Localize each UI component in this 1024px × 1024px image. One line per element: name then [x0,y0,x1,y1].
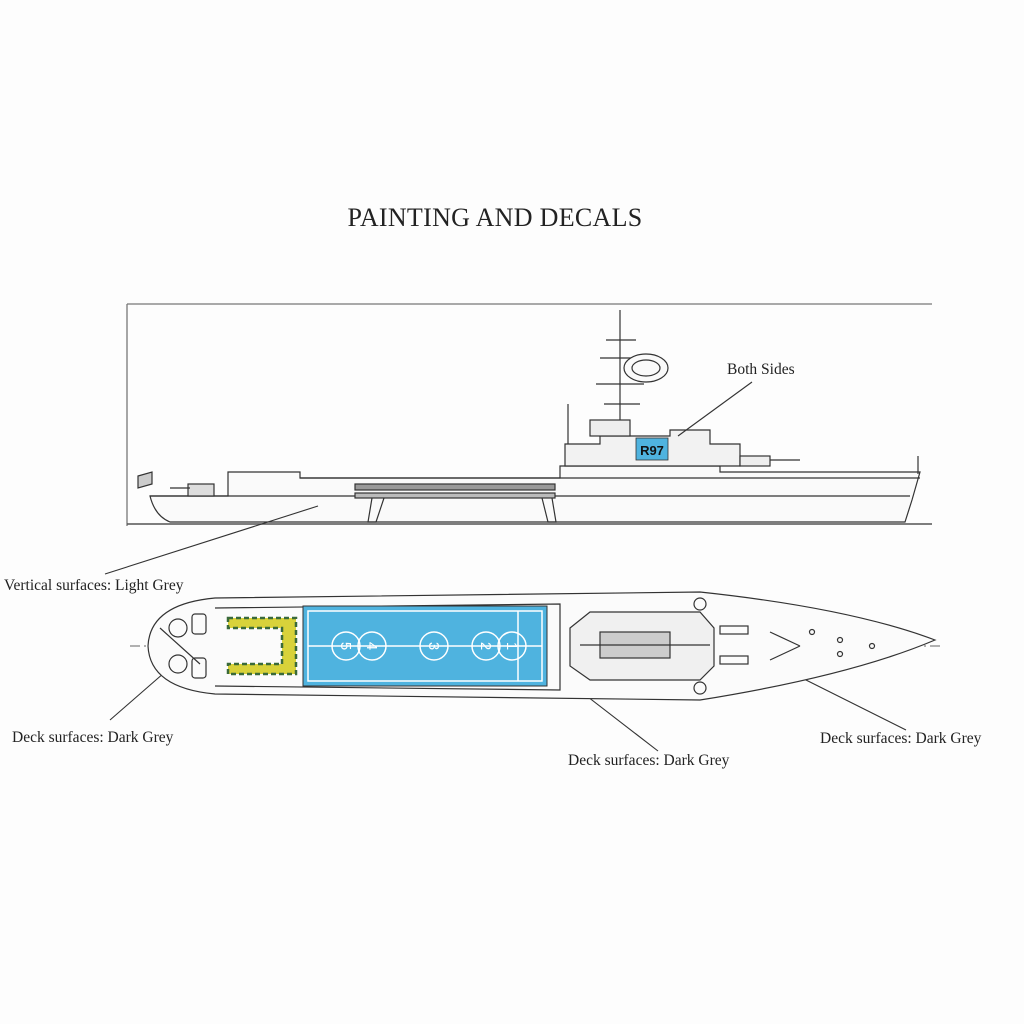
page-title: PAINTING AND DECALS [347,203,643,232]
hull-number: R97 [640,443,664,458]
spot-numbers: 5 4 3 2 1 [337,642,520,650]
side-profile [126,303,932,526]
deck-surfaces-label-left: Deck surfaces: Dark Grey [12,729,174,746]
hazard-stripe-area [226,616,298,676]
deck-surfaces-label-center: Deck surfaces: Dark Grey [568,752,730,769]
deck-surfaces-label-right: Deck surfaces: Dark Grey [820,730,982,747]
hull-number-decal [635,437,669,461]
spot-number-1: 1 [503,642,520,650]
spot-number-2: 2 [477,642,494,650]
flight-deck-decal [302,605,548,687]
spot-number-3: 3 [425,642,442,650]
spot-number-5: 5 [337,642,354,650]
spot-number-4: 4 [363,642,380,650]
vertical-surfaces-label: Vertical surfaces: Light Grey [4,577,184,594]
both-sides-label: Both Sides [727,361,795,378]
